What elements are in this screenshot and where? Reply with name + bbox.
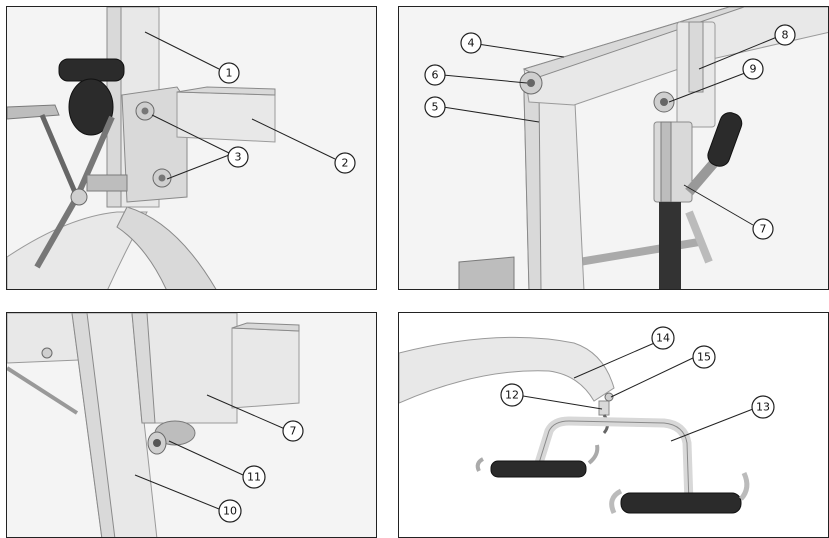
svg-text:10: 10 [223,505,237,518]
assembly-panel-bottom-right: 14 15 12 13 [398,312,829,538]
assembly-panel-bottom-left: 7 11 10 [6,312,377,538]
callout-3: 3 [227,146,249,168]
callout-15: 15 [692,345,716,369]
svg-text:8: 8 [782,29,789,42]
callout-1: 1 [218,62,240,84]
callout-6: 6 [424,64,446,86]
callout-7b: 7 [282,420,304,442]
svg-text:9: 9 [750,63,757,76]
callout-9: 9 [742,58,764,80]
callout-12: 12 [500,383,524,407]
callout-11: 11 [242,465,266,489]
callout-4: 4 [460,32,482,54]
callout-13: 13 [751,395,775,419]
svg-text:6: 6 [432,69,439,82]
callout-8: 8 [774,24,796,46]
svg-text:7: 7 [760,223,767,236]
assembly-panel-top-right: 4 6 5 8 9 7 [398,6,829,290]
svg-text:5: 5 [432,101,439,114]
svg-text:15: 15 [697,351,711,364]
assembly-illustration-4: 14 15 12 13 [399,313,828,537]
assembly-illustration-1: 1 2 3 [7,7,376,289]
svg-text:3: 3 [235,151,242,164]
callout-10: 10 [218,499,242,523]
assembly-panel-top-left: 1 2 3 [6,6,377,290]
callout-2: 2 [334,152,356,174]
assembly-illustration-3: 7 11 10 [7,313,376,537]
svg-text:1: 1 [226,67,233,80]
callout-14: 14 [651,326,675,350]
svg-text:2: 2 [342,157,349,170]
svg-text:12: 12 [505,389,519,402]
assembly-illustration-2: 4 6 5 8 9 7 [399,7,828,289]
svg-text:14: 14 [656,332,670,345]
svg-text:4: 4 [468,37,475,50]
svg-text:11: 11 [247,471,261,484]
callout-7: 7 [752,218,774,240]
svg-text:13: 13 [756,401,770,414]
callout-5: 5 [424,96,446,118]
svg-text:7: 7 [290,425,297,438]
